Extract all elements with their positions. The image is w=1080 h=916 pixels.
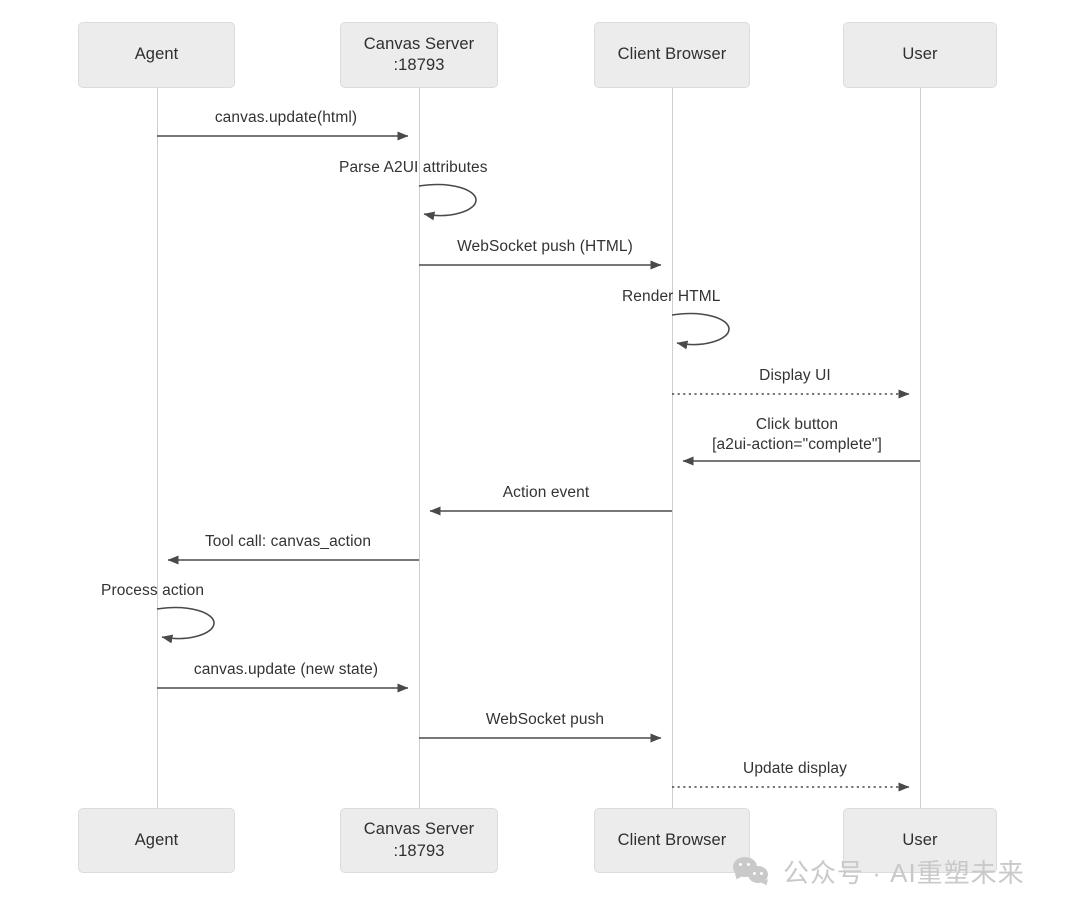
message-label-m2: Parse A2UI attributes [339,159,488,176]
watermark-text: 公众号 · AI重塑未来 [783,858,1025,888]
participant-box-agent-top[interactable]: Agent [78,22,235,88]
message-label-m4: Render HTML [622,288,721,305]
wechat-watermark: 公众号 · AI重塑未来 [732,853,1025,890]
participant-box-user-bottom[interactable]: User [843,808,997,873]
message-label-m10: canvas.update (new state) [193,661,379,678]
message-label-m11: WebSocket push [485,711,605,728]
message-label-m12: Update display [743,760,847,777]
lifeline-agent [157,88,158,808]
lifeline-server [419,88,420,808]
wechat-icon [732,856,773,887]
participant-box-browser-bottom[interactable]: Client Browser [594,808,750,873]
participant-box-server-bottom[interactable]: Canvas Server :18793 [340,808,498,873]
lifeline-user [920,88,921,808]
message-arrow-m9 [156,606,215,644]
message-label-m6: Click button [a2ui-action="complete"] [712,416,882,454]
participant-box-browser-top[interactable]: Client Browser [594,22,750,88]
message-label-m5: Display UI [759,367,831,384]
message-arrow-m2 [418,183,477,221]
message-label-m7: Action event [502,484,590,501]
message-label-m1: canvas.update(html) [214,109,358,126]
lifeline-browser [672,88,673,808]
message-label-m8: Tool call: canvas_action [204,533,372,550]
message-arrow-m4 [671,312,730,350]
participant-box-agent-bottom[interactable]: Agent [78,808,235,873]
message-label-m9: Process action [101,582,205,599]
participant-box-server-top[interactable]: Canvas Server :18793 [340,22,498,88]
message-label-m3: WebSocket push (HTML) [457,238,633,255]
participant-box-user-top[interactable]: User [843,22,997,88]
